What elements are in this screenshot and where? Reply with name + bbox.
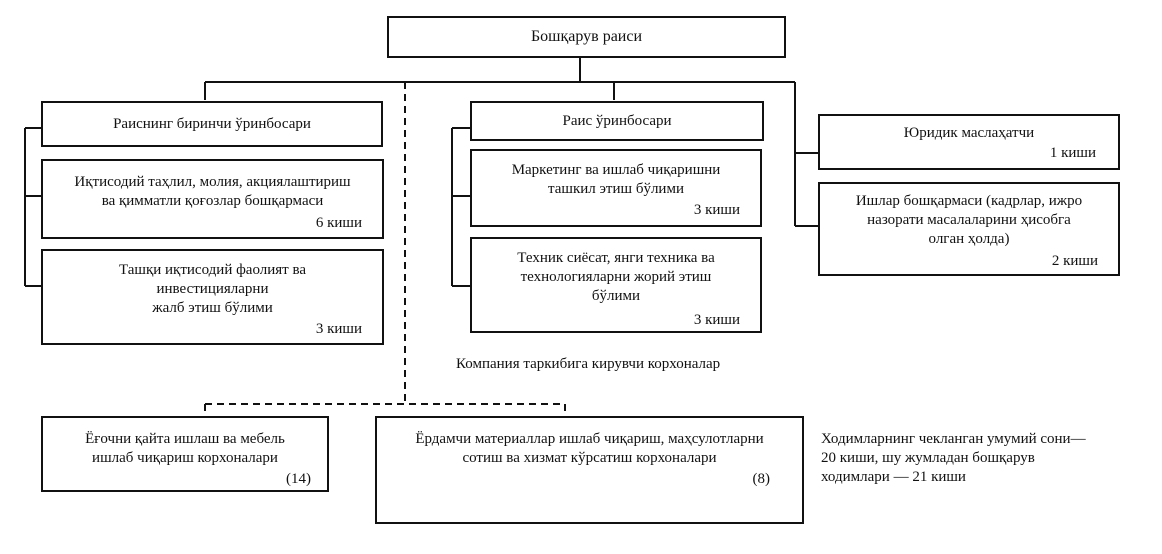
chairman-title: Бошқарув раиси <box>530 28 643 45</box>
unit-line: Ёрдамчи материаллар ишлаб чиқариш, маҳсу… <box>415 431 764 447</box>
legal-advisor-box: Юридик маслаҳатчи 1 киши <box>818 114 1120 170</box>
affairs-count: 2 киши <box>1051 253 1098 269</box>
enterprise-count: (8) <box>752 471 771 487</box>
unit-line: олган ҳолда) <box>928 231 1010 247</box>
unit-count: 3 киши <box>693 202 740 218</box>
unit-line: жалб этиш бўлими <box>152 300 273 316</box>
deputy-box: Раис ўринбосари <box>470 101 764 141</box>
unit-line: Ташқи иқтисодий фаолият ва <box>118 262 307 278</box>
foreign-economic-unit: Ташқи иқтисодий фаолият ва инвестициялар… <box>41 249 384 345</box>
unit-line: Маркетинг ва ишлаб чиқаришни <box>511 162 721 178</box>
affairs-department-box: Ишлар бошқармаси (кадрлар, ижро назорати… <box>818 182 1120 276</box>
companies-label: Компания таркибига кирувчи корхоналар <box>456 356 721 372</box>
unit-line: ва қимматли қоғозлар бошқармаси <box>101 193 324 209</box>
unit-line: Техник сиёсат, янги техника ва <box>517 250 715 266</box>
unit-line: Ишлар бошқармаси (кадрлар, ижро <box>855 193 1083 209</box>
unit-line: Иқтисодий таҳлил, молия, акциялаштириш <box>74 174 351 190</box>
auxiliary-materials-enterprises: Ёрдамчи материаллар ишлаб чиқариш, маҳсу… <box>375 416 804 524</box>
first-deputy-title: Раиснинг биринчи ўринбосари <box>113 116 311 132</box>
unit-count: 3 киши <box>693 312 740 328</box>
unit-line: бўлими <box>591 288 641 304</box>
unit-line: ташкил этиш бўлими <box>548 181 684 197</box>
note-line: Ходимларнинг чекланган умумий сони— <box>821 431 1086 447</box>
deputy-title: Раис ўринбосари <box>562 113 672 129</box>
unit-line: инвестицияларни <box>156 281 269 297</box>
unit-line: технологияларни жорий этиш <box>520 269 712 285</box>
unit-line: назорати масалаларини ҳисобга <box>867 212 1071 228</box>
enterprise-count: (14) <box>286 471 311 487</box>
economic-analysis-unit: Иқтисодий таҳлил, молия, акциялаштириш в… <box>41 159 384 239</box>
legal-title: Юридик маслаҳатчи <box>903 125 1035 141</box>
unit-line: сотиш ва хизмат кўрсатиш корхоналари <box>462 450 717 466</box>
technical-policy-unit: Техник сиёсат, янги техника ва технологи… <box>470 237 762 333</box>
note-line: 20 киши, шу жумладан бошқарув <box>821 450 1035 466</box>
legal-count: 1 киши <box>1049 145 1096 161</box>
chairman-box: Бошқарув раиси <box>387 16 786 58</box>
staff-note: Ходимларнинг чекланган умумий сони— 20 к… <box>821 430 1086 487</box>
marketing-unit: Маркетинг ва ишлаб чиқаришни ташкил этиш… <box>470 149 762 227</box>
unit-count: 6 киши <box>315 215 362 231</box>
unit-line: Ёғочни қайта ишлаш ва мебель <box>85 431 285 447</box>
unit-line: ишлаб чиқариш корхоналари <box>92 450 278 466</box>
note-line: ходимлари — 21 киши <box>821 469 966 485</box>
wood-processing-enterprises: Ёғочни қайта ишлаш ва мебель ишлаб чиқар… <box>41 416 329 492</box>
first-deputy-box: Раиснинг биринчи ўринбосари <box>41 101 383 147</box>
unit-count: 3 киши <box>315 321 362 337</box>
